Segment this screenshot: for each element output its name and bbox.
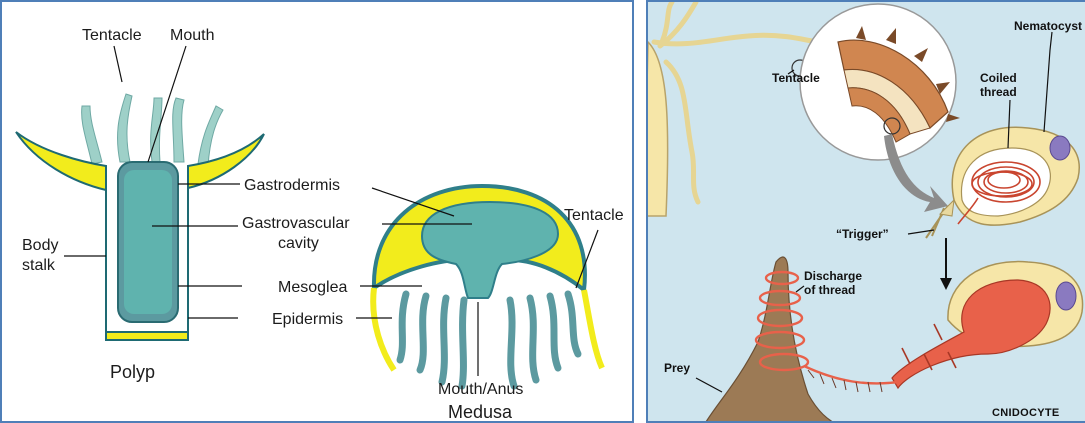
leader-tentacle (114, 46, 122, 82)
label-trigger: “Trigger” (836, 227, 889, 241)
label-discharge-2: of thread (804, 283, 855, 297)
medusa-title: Medusa (448, 402, 513, 422)
leader-nematocyst (1044, 32, 1052, 132)
label-cnidocyte: CNIDOCYTE (992, 407, 1059, 419)
polyp-cavity (124, 170, 172, 314)
label-mesoglea: Mesoglea (278, 279, 347, 296)
label-coiled-2: thread (980, 85, 1017, 99)
label-tentacle-medusa: Tentacle (564, 207, 624, 224)
polyp-medusa-diagram: Tentacle Mouth Body stalk Gastrodermis G… (2, 2, 634, 423)
polyp-title: Polyp (110, 362, 155, 382)
label-coiled-1: Coiled (980, 71, 1017, 85)
nematocyst-discharged (892, 280, 1050, 388)
medusa-tentacles (400, 294, 578, 386)
medusa-margin-right (584, 290, 602, 368)
medusa-cavity (422, 202, 558, 298)
label-prey: Prey (664, 361, 690, 375)
label-mouth-anus: Mouth/Anus (438, 381, 523, 398)
cnidocyte-diagram: Tentacle Nematocyst Coiled thread “Trigg… (648, 2, 1085, 423)
hydra-body (648, 42, 668, 216)
label-tentacle-right: Tentacle (772, 71, 820, 85)
label-mouth: Mouth (170, 27, 214, 44)
label-epidermis: Epidermis (272, 311, 343, 328)
polyp-medusa-panel: Tentacle Mouth Body stalk Gastrodermis G… (0, 0, 634, 423)
medusa-margin-left (373, 288, 394, 370)
label-discharge-1: Discharge (804, 269, 862, 283)
label-gastrovascular-2: cavity (278, 235, 319, 252)
leader-discharge (796, 286, 804, 292)
cnidocyte-panel: Tentacle Nematocyst Coiled thread “Trigg… (646, 0, 1085, 423)
label-gastrodermis: Gastrodermis (244, 177, 340, 194)
polyp-tentacles (82, 94, 223, 166)
nucleus-coiled (1050, 136, 1070, 160)
leader-prey (696, 378, 722, 392)
label-gastrovascular-1: Gastrovascular (242, 215, 350, 232)
label-body-stalk-1: Body (22, 237, 58, 254)
process-arrow (940, 238, 952, 290)
label-tentacle: Tentacle (82, 27, 142, 44)
nucleus-discharged (1056, 282, 1076, 310)
label-nematocyst: Nematocyst (1014, 19, 1082, 33)
label-body-stalk-2: stalk (22, 257, 56, 274)
